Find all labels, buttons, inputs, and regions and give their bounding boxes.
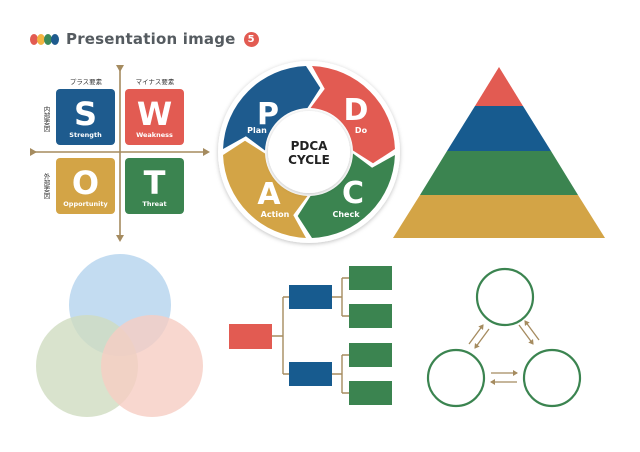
tree-connector-lower [332, 354, 349, 394]
pdca-letter-p: P [257, 97, 279, 132]
header-dot-4 [51, 33, 59, 45]
swot-label-weakness: Weakness [136, 131, 173, 139]
swot-letter-t: T [144, 164, 166, 202]
pdca-center-line2: CYCLE [288, 153, 330, 167]
header-dot-3 [44, 33, 52, 45]
cycle-diagram [426, 267, 582, 408]
page-title: Presentation image [66, 30, 236, 48]
swot-row-label-external: 外部要因 [42, 172, 50, 201]
header: Presentation image 5 [30, 28, 259, 50]
swot-cell-strength: S Strength [56, 89, 115, 145]
tree-connector-root [272, 296, 289, 375]
pyramid-layer-1 [475, 67, 523, 106]
tree-leaf-node-3 [349, 343, 392, 367]
swot-letter-s: S [74, 95, 97, 133]
pdca-label-check: Check [332, 210, 360, 219]
pyramid-layer-3 [420, 151, 578, 195]
pdca-center-disc [268, 111, 350, 193]
pdca-segment-action [223, 140, 308, 238]
cycle-arrow-left-to-top [468, 324, 484, 345]
tree-leaf-node-2 [349, 304, 392, 328]
venn-diagram [36, 254, 203, 417]
tree-branch-node-upper [289, 285, 332, 309]
pyramid-layer-2 [447, 106, 551, 151]
venn-circle-right [101, 315, 203, 417]
tree-leaf-node-1 [349, 266, 392, 290]
cycle-circle-left [426, 348, 486, 408]
pdca-label-plan: Plan [247, 126, 267, 135]
tree-diagram [272, 277, 349, 394]
swot-label-opportunity: Opportunity [63, 200, 108, 208]
swot-cell-threat: T Threat [125, 158, 184, 214]
pdca-segment-plan [223, 66, 321, 151]
pdca-segment-do [310, 66, 395, 164]
swot-label-threat: Threat [142, 200, 166, 208]
header-dot-1 [30, 33, 38, 45]
swot-label-strength: Strength [69, 131, 102, 139]
cycle-arrow-top-to-left [474, 328, 490, 349]
pdca-segments [223, 66, 395, 238]
swot-letter-w: W [137, 95, 172, 133]
page-number-badge: 5 [243, 31, 259, 47]
swot-col-label-plus: プラス要素 [70, 77, 103, 86]
pdca-label-do: Do [355, 126, 368, 135]
swot-cell-weakness: W Weakness [125, 89, 184, 145]
tree-leaf-node-4 [349, 381, 392, 405]
cycle-arrow-right-to-top [524, 320, 540, 341]
swot-cell-opportunity: O Opportunity [56, 158, 115, 214]
pdca-letter-a: A [257, 177, 281, 212]
tree-connector-upper [332, 277, 349, 317]
header-dots-icon [30, 33, 59, 45]
cycle-circle-right [522, 348, 582, 408]
tree-branch-node-lower [289, 362, 332, 386]
pdca-center-line1: PDCA [291, 139, 329, 153]
swot-col-label-minus: マイナス要素 [136, 77, 175, 86]
tree-root-node [229, 324, 272, 349]
cycle-arrow-top-to-right [518, 324, 534, 345]
pdca-label-action: Action [261, 210, 290, 219]
pdca-letter-c: C [342, 176, 364, 211]
swot-letter-o: O [72, 164, 99, 202]
pyramid [393, 67, 605, 238]
swot-row-label-internal: 内部要因 [42, 105, 50, 134]
cycle-circle-top [475, 267, 535, 327]
swot-diagram: プラス要素 マイナス要素 内部要因 外部要因 S Strength W Weak… [30, 65, 210, 242]
header-dot-2 [37, 33, 45, 45]
pdca-cycle: PDCA CYCLE P Plan D Do C Check A Action [218, 61, 400, 243]
pdca-letter-d: D [344, 93, 369, 128]
pdca-segment-check [297, 153, 395, 238]
pyramid-layer-4 [393, 195, 605, 238]
